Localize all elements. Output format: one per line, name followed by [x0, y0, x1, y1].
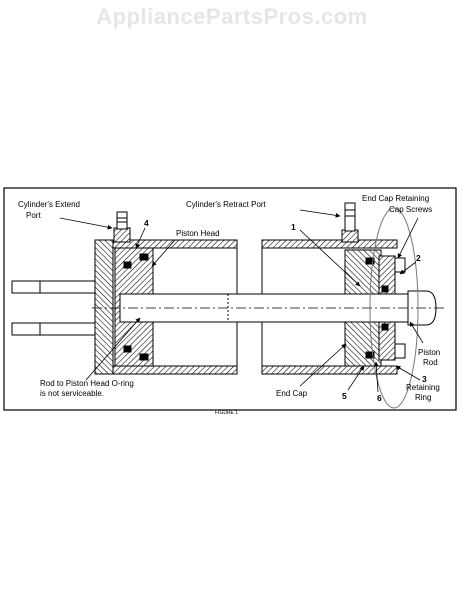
- label-piston-rod-2: Rod: [423, 358, 438, 367]
- extend-port-fitting: [113, 211, 131, 243]
- oring-note: Rod to Piston Head O-ring: [40, 379, 134, 388]
- label-end-cap: End Cap: [276, 389, 308, 398]
- label-piston-rod: Piston: [418, 348, 440, 357]
- callout-1: 1: [291, 222, 296, 232]
- callout-6: 6: [377, 393, 382, 403]
- callout-4: 4: [144, 218, 149, 228]
- callout-5: 5: [342, 391, 347, 401]
- retract-port-fitting: [341, 202, 359, 243]
- leader-lines: [59, 209, 424, 393]
- label-extend-port: Cylinder's Extend: [18, 200, 80, 209]
- highlight-ellipse: [369, 207, 419, 409]
- label-retract-port: Cylinder's Retract Port: [186, 200, 267, 209]
- figure-caption: FIGURE 1: [215, 410, 238, 416]
- label-end-cap-screws-2: Cap Screws: [389, 205, 432, 214]
- label-end-cap-screws: End Cap Retaining: [362, 194, 429, 203]
- watermark-logo: AppliancePartsPros.com: [96, 4, 368, 29]
- label-piston-head: Piston Head: [176, 229, 220, 238]
- label-retaining-ring: Retaining: [406, 383, 440, 392]
- oring-note-2: is not serviceable.: [40, 389, 104, 398]
- clevis-mount: [11, 280, 97, 336]
- figure-frame: [3, 187, 457, 411]
- end-cap: [344, 249, 396, 367]
- callout-2: 2: [416, 253, 421, 263]
- label-retaining-ring-2: Ring: [415, 393, 431, 402]
- callout-3: 3: [422, 374, 427, 384]
- label-extend-port-2: Port: [26, 211, 41, 220]
